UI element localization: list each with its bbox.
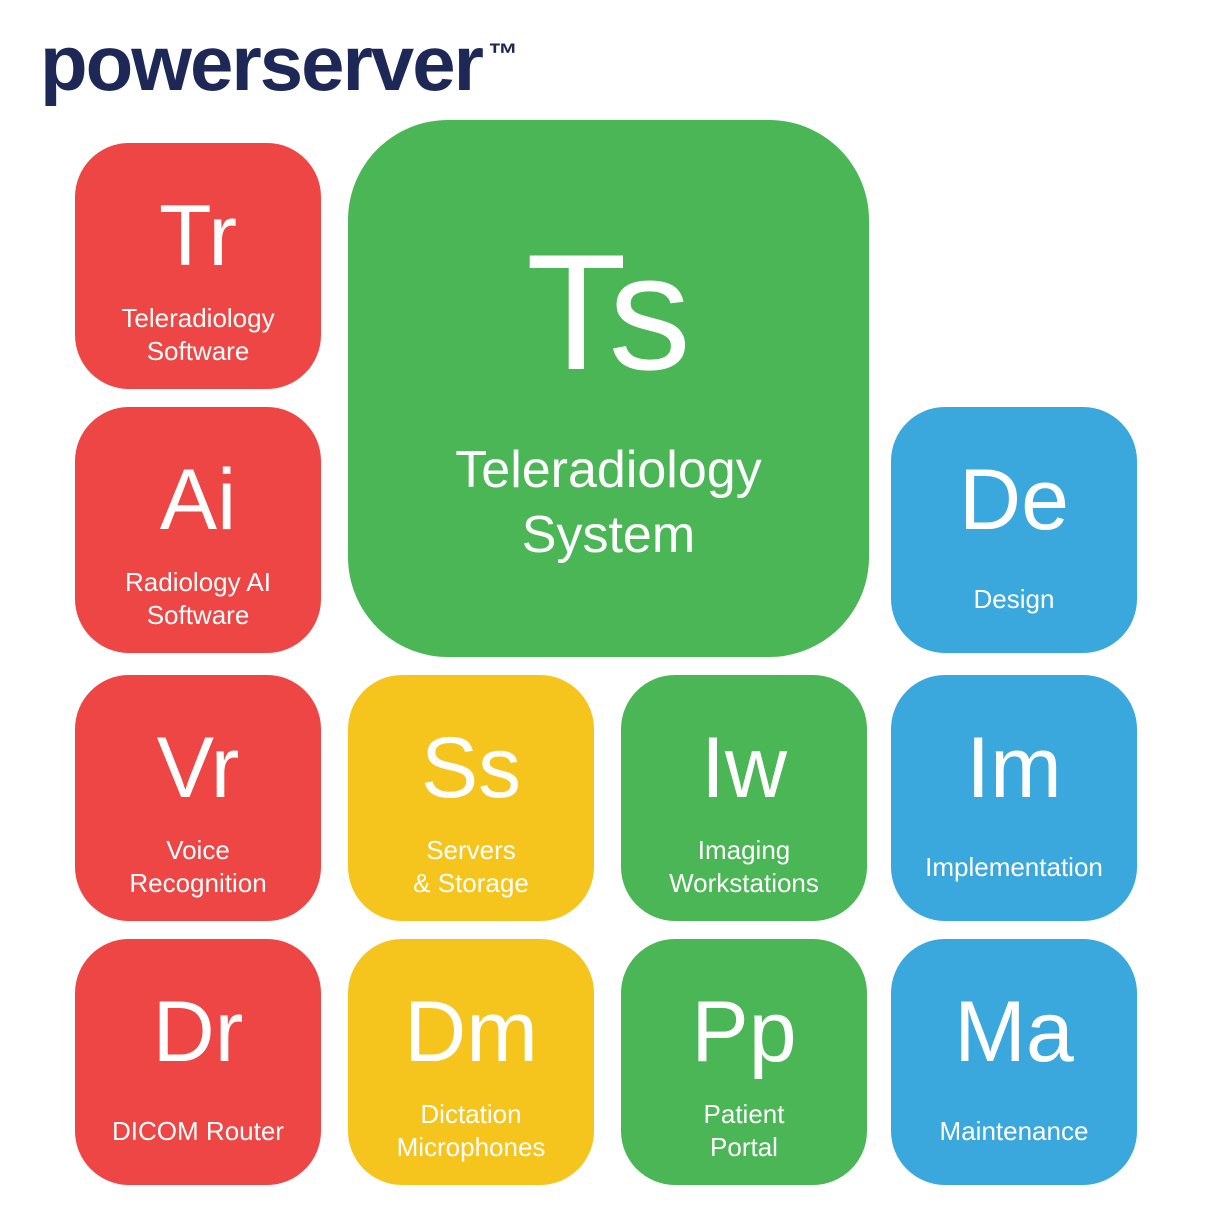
element-label: Radiology AI Software — [125, 567, 271, 630]
element-symbol: Vr — [156, 720, 240, 816]
element-label: Servers & Storage — [413, 835, 529, 898]
element-symbol: Pp — [691, 984, 797, 1080]
element-symbol: Ss — [420, 720, 522, 816]
element-label: Maintenance — [939, 1115, 1089, 1146]
tile-teleradiology-system: Ts Teleradiology System — [348, 120, 869, 657]
element-label: Imaging Workstations — [669, 835, 819, 898]
tile-maintenance: Ma Maintenance — [891, 939, 1137, 1185]
element-label-area: Patient Portal — [629, 1089, 859, 1173]
element-symbol: Ts — [526, 220, 691, 404]
element-symbol: De — [959, 452, 1069, 548]
element-symbol: Iw — [701, 720, 787, 816]
tile-dictation-microphones: Dm Dictation Microphones — [348, 939, 594, 1185]
element-symbol: Dm — [404, 984, 538, 1080]
element-label-area: Teleradiology System — [368, 430, 849, 576]
element-label: Teleradiology System — [455, 441, 762, 564]
element-symbol: Im — [966, 720, 1062, 816]
element-label-area: Dictation Microphones — [356, 1089, 586, 1173]
element-label: Dictation Microphones — [396, 1099, 546, 1162]
tile-servers-storage: Ss Servers & Storage — [348, 675, 594, 921]
element-label-area: Servers & Storage — [356, 825, 586, 909]
element-label-area: Design — [899, 557, 1129, 641]
trademark-symbol: ™ — [487, 38, 518, 71]
element-label-area: Radiology AI Software — [83, 557, 313, 641]
tile-teleradiology-software: Tr Teleradiology Software — [75, 143, 321, 389]
tile-design: De Design — [891, 407, 1137, 653]
tile-voice-recognition: Vr Voice Recognition — [75, 675, 321, 921]
tile-imaging-workstations: Iw Imaging Workstations — [621, 675, 867, 921]
element-label: Design — [973, 583, 1055, 614]
tile-dicom-router: Dr DICOM Router — [75, 939, 321, 1185]
element-label-area: Implementation — [899, 825, 1129, 909]
element-symbol: Ai — [159, 452, 237, 548]
tile-patient-portal: Pp Patient Portal — [621, 939, 867, 1185]
element-label-area: DICOM Router — [83, 1089, 313, 1173]
element-label: Implementation — [925, 851, 1103, 882]
element-label: Voice Recognition — [129, 835, 267, 898]
element-symbol: Tr — [159, 188, 237, 284]
element-label-area: Maintenance — [899, 1089, 1129, 1173]
tile-radiology-ai-software: Ai Radiology AI Software — [75, 407, 321, 653]
logo-wordmark: powerserver — [40, 19, 484, 107]
element-label-area: Voice Recognition — [83, 825, 313, 909]
element-label: DICOM Router — [112, 1115, 284, 1146]
element-symbol: Ma — [954, 984, 1074, 1080]
element-label: Patient Portal — [703, 1099, 785, 1162]
element-label-area: Imaging Workstations — [629, 825, 859, 909]
element-label-area: Teleradiology Software — [83, 293, 313, 377]
tile-implementation: Im Implementation — [891, 675, 1137, 921]
element-label: Teleradiology Software — [121, 303, 275, 366]
element-symbol: Dr — [152, 984, 244, 1080]
